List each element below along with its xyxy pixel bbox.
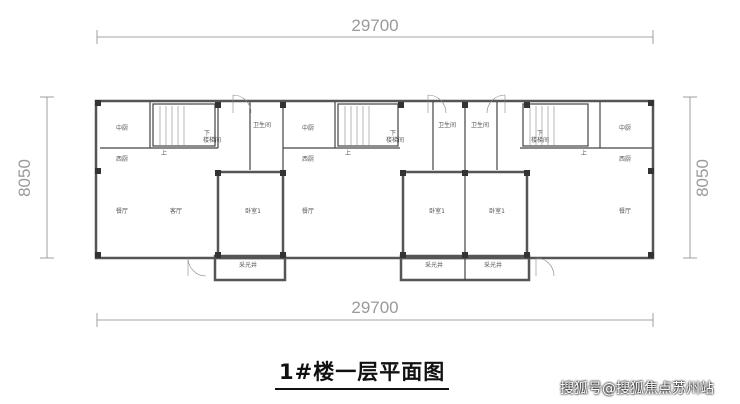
room-label: 楼梯间 — [203, 136, 221, 144]
room-labels: 中厨 西厨 餐厅 客厅 楼梯间 卫生间 卧室1 采光井 中厨 西厨 餐厅 楼梯间… — [116, 121, 631, 269]
room-label: 餐厅 — [302, 207, 314, 215]
dimension-right-label: 8050 — [693, 159, 712, 197]
room-label: 楼梯间 — [386, 136, 404, 144]
room-label: 卧室1 — [245, 207, 261, 215]
room-label: 卫生间 — [253, 121, 271, 129]
room-label: 西厨 — [619, 156, 631, 163]
room-label: 餐厅 — [116, 207, 128, 215]
dimension-left-label: 8050 — [15, 159, 34, 197]
dimension-bottom — [96, 313, 654, 327]
dimension-left — [40, 96, 54, 259]
room-label: 卧室1 — [489, 207, 505, 215]
stair-down-label: 下 — [537, 130, 543, 137]
room-label: 中厨 — [619, 124, 631, 132]
watermark: 搜狐号@搜狐焦点苏州站 — [560, 381, 714, 397]
dimension-right — [683, 96, 697, 259]
stair-down-label: 下 — [390, 130, 396, 137]
room-label: 客厅 — [170, 207, 182, 215]
room-label: 采光井 — [425, 261, 443, 269]
room-label: 采光井 — [484, 261, 502, 269]
room-label: 采光井 — [239, 261, 257, 269]
plan-title: 1#楼一层平面图 — [275, 356, 450, 390]
room-label: 中厨 — [302, 124, 314, 132]
dimension-top — [96, 30, 654, 44]
stair-up-label: 上 — [345, 149, 351, 157]
room-label: 卫生间 — [471, 121, 489, 129]
stair-down-label: 下 — [204, 130, 210, 137]
dimension-top-label: 29700 — [351, 16, 398, 35]
walls — [94, 94, 655, 282]
room-label: 餐厅 — [619, 207, 631, 215]
dimension-bottom-label: 29700 — [351, 298, 398, 317]
room-label: 西厨 — [302, 156, 314, 163]
room-label: 中厨 — [116, 124, 128, 132]
stair-up-label: 上 — [581, 149, 587, 157]
room-label: 卧室1 — [429, 207, 445, 215]
room-label: 西厨 — [116, 156, 128, 163]
room-label: 楼梯间 — [531, 136, 549, 144]
room-label: 卫生间 — [438, 121, 456, 129]
stair-up-label: 上 — [161, 149, 167, 157]
